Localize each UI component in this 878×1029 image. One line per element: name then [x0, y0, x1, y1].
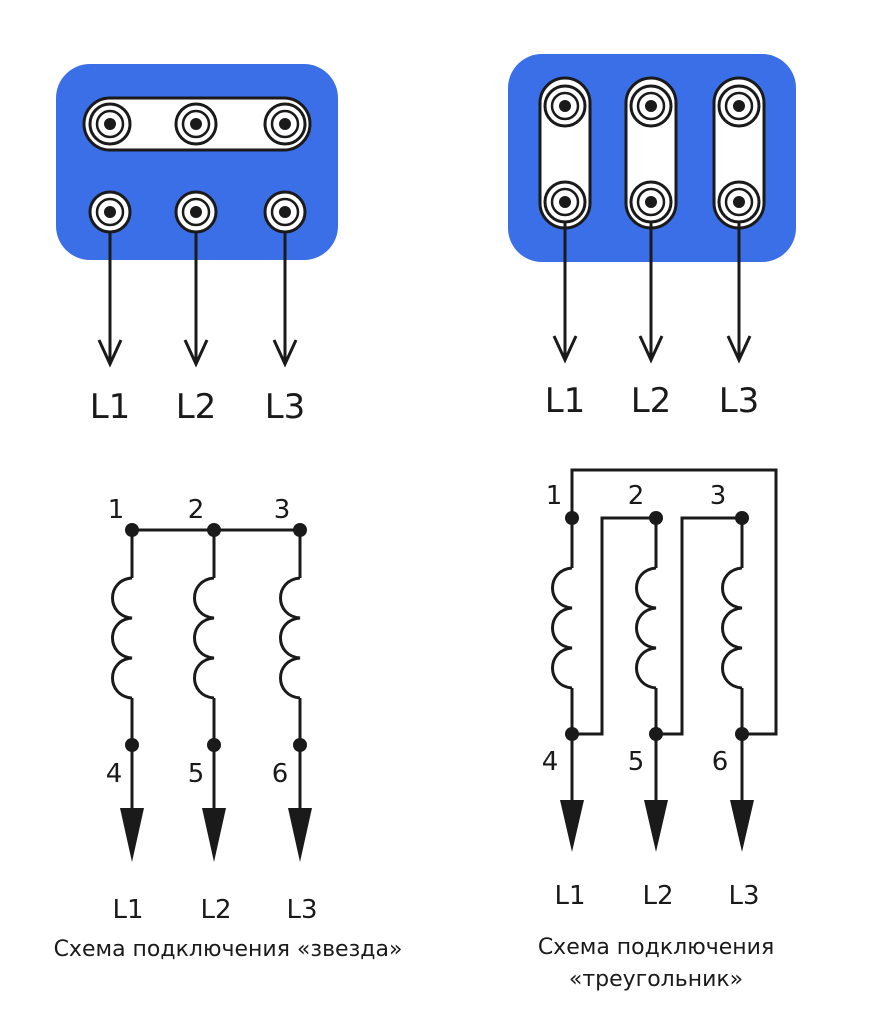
- star-winding-2: [193, 530, 216, 810]
- delta-terminal-number-3: 3: [710, 481, 727, 511]
- star-terminal-number-2: 2: [188, 495, 205, 525]
- star-output-wire-1: [97, 232, 123, 368]
- star-terminal-number-5: 5: [188, 759, 205, 789]
- star-block-label-l3: L3: [265, 387, 306, 427]
- delta-block-label-l1: L1: [545, 381, 586, 421]
- delta-winding-1: [551, 518, 574, 806]
- star-bottom-terminal-2: [174, 190, 218, 234]
- star-node-1: [125, 523, 139, 537]
- star-node-6: [293, 738, 307, 752]
- star-arrow-2: [202, 808, 226, 862]
- star-terminal-number-4: 4: [106, 759, 123, 789]
- star-winding-3: [279, 530, 302, 810]
- delta-node-2: [649, 511, 663, 525]
- star-node-2: [207, 523, 221, 537]
- star-schematic: 1 2 3 4 5 6 L1 L2 L3 Схема подключения «…: [54, 495, 403, 962]
- delta-terminal-number-2: 2: [628, 481, 645, 511]
- star-block-label-l1: L1: [90, 387, 131, 427]
- star-output-label-l1: L1: [112, 895, 143, 925]
- delta-caption-line-2: «треугольник»: [569, 967, 743, 992]
- delta-node-3: [735, 511, 749, 525]
- star-terminal-number-6: 6: [272, 759, 289, 789]
- delta-bottom-terminal-2: [629, 180, 673, 224]
- delta-output-label-l2: L2: [642, 881, 673, 911]
- star-bottom-terminal-3: [263, 190, 307, 234]
- delta-arrow-2: [644, 800, 668, 852]
- delta-output-wire-2: [638, 222, 664, 364]
- star-terminal-number-3: 3: [274, 495, 291, 525]
- delta-terminal-number-5: 5: [628, 747, 645, 777]
- star-winding-1: [111, 530, 134, 810]
- delta-block-label-l2: L2: [631, 381, 672, 421]
- star-node-3: [293, 523, 307, 537]
- star-arrow-3: [288, 808, 312, 862]
- star-bottom-terminal-1: [88, 190, 132, 234]
- star-terminal-block: L1 L2 L3: [56, 64, 338, 427]
- delta-caption-line-1: Схема подключения: [538, 935, 774, 960]
- delta-terminal-number-4: 4: [542, 747, 559, 777]
- delta-top-terminal-3: [717, 84, 761, 128]
- delta-winding-3: [721, 518, 744, 806]
- delta-loop-5-3: [656, 516, 742, 736]
- delta-output-wire-1: [552, 222, 578, 364]
- delta-schematic: 1 2 3 4 5 6 L1 L2 L3 Схема подключения «…: [538, 468, 778, 992]
- delta-terminal-number-6: 6: [712, 747, 729, 777]
- delta-top-terminal-1: [543, 84, 587, 128]
- star-node-4: [125, 738, 139, 752]
- star-top-terminal-3: [263, 102, 307, 146]
- delta-loop-4-2: [572, 516, 656, 736]
- delta-terminal-number-1: 1: [546, 481, 563, 511]
- star-terminal-number-1: 1: [108, 495, 125, 525]
- delta-bottom-terminal-1: [543, 180, 587, 224]
- delta-node-4: [565, 727, 579, 741]
- delta-terminal-block: L1 L2 L3: [508, 54, 796, 421]
- delta-block-label-l3: L3: [719, 381, 760, 421]
- star-caption: Схема подключения «звезда»: [54, 937, 403, 962]
- star-arrow-1: [120, 808, 144, 862]
- delta-bottom-terminal-3: [717, 180, 761, 224]
- delta-node-6: [735, 727, 749, 741]
- delta-output-wire-3: [726, 222, 752, 364]
- delta-arrow-3: [730, 800, 754, 852]
- delta-node-1: [565, 511, 579, 525]
- delta-output-label-l1: L1: [554, 881, 585, 911]
- star-top-terminal-1: [88, 102, 132, 146]
- star-output-label-l3: L3: [286, 895, 317, 925]
- star-output-label-l2: L2: [200, 895, 231, 925]
- delta-node-5: [649, 727, 663, 741]
- delta-output-label-l3: L3: [728, 881, 759, 911]
- star-output-wire-2: [183, 232, 209, 368]
- delta-loop-1-6: [570, 468, 778, 736]
- delta-winding-2: [635, 518, 658, 806]
- star-output-wire-3: [272, 232, 298, 368]
- star-block-label-l2: L2: [176, 387, 217, 427]
- delta-arrow-1: [560, 800, 584, 852]
- star-top-terminal-2: [174, 102, 218, 146]
- delta-top-terminal-2: [629, 84, 673, 128]
- star-node-5: [207, 738, 221, 752]
